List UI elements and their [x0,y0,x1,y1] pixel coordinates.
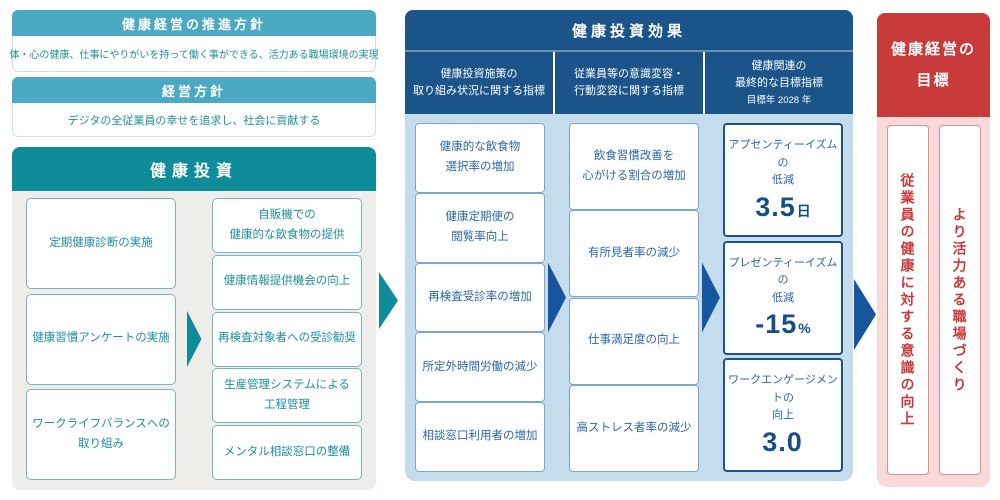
arrow-right-icon [702,262,720,333]
arrow-right-icon [854,279,876,350]
goal-body: 従業員の健康に対する意識の向上 より活力ある職場づくり [877,117,990,487]
indicator-column-1: 健康的な飲食物 選択率の増加 健康定期便の 閲覧率向上 再検査受診率の増加 所定… [415,123,545,472]
indicator-item: 健康定期便の 閲覧率向上 [415,192,545,263]
arrow-right-icon [379,272,398,329]
investment-item: 再検査対象者への受診勧奨 [212,311,362,367]
indicator-item: 相談窓口利用者の増加 [415,402,545,472]
metric-unit: % [798,320,811,337]
subheader-label: 健康関連の 最終的な目標指標 [735,59,823,89]
goal-section: 健康経営の 目標 従業員の健康に対する意識の向上 より活力ある職場づくり [877,13,990,487]
subheader-label: 健康投資施策の 取り組み状況に関する指標 [413,67,545,97]
target-metric-card: ワークエンゲージメントの 向上 3.0 [723,358,843,472]
metric-number: 3.0 [762,427,804,458]
investment-item: 健康情報提供機会の向上 [212,254,362,310]
promotion-policy-body: 体・心の健康、仕事にやりがいを持って働く事ができる、活力ある職場環境の実現 [9,36,379,72]
indicator-item: 有所見者率の減少 [569,210,699,298]
arrow-right-icon [186,310,202,368]
goal-text: 従業員の健康に対する意識の向上 [899,172,916,428]
target-metric-card: アプセンティーイズムの 低減 3.5 日 [723,123,843,237]
subheader-label: 従業員等の意識変容・ 行動変容に関する指標 [574,67,684,97]
investment-column-a: 定期健康診断の実施 健康習慣アンケートの実施 ワークライフバランスへの 取り組み [26,198,176,480]
indicator-item: 健康的な飲食物 選択率の増加 [415,123,545,193]
investment-item: 健康習慣アンケートの実施 [26,293,176,385]
promotion-policy-card: 健康経営の推進方針 体・心の健康、仕事にやりがいを持って働く事ができる、活力ある… [9,10,379,72]
arrow-gap [545,123,569,472]
arrow-gap [176,198,212,480]
target-year-note: 目標年 2028 年 [746,94,812,106]
metric-label: プレゼンティーイズムの 低減 [728,256,838,304]
health-investment-title: 健康投資 [12,147,376,191]
investment-column-b: 自販機での 健康的な飲食物の提供 健康情報提供機会の向上 再検査対象者への受診勧… [212,198,362,480]
metric-label: ワークエンゲージメントの 向上 [728,374,838,422]
goal-title: 健康経営の 目標 [877,13,990,117]
target-metric-card: プレゼンティーイズムの 低減 -15 % [723,240,843,355]
investment-item: 定期健康診断の実施 [26,198,176,289]
goal-item: より活力ある職場づくり [938,125,981,475]
effect-body: 健康的な飲食物 選択率の増加 健康定期便の 閲覧率向上 再検査受診率の増加 所定… [405,114,853,481]
metric-value: 3.5 [755,191,796,222]
indicator-item: 高ストレス者率の減少 [569,384,699,472]
subheader-final-targets: 健康関連の 最終的な目標指標 目標年 2028 年 [705,52,853,114]
goal-item: 従業員の健康に対する意識の向上 [886,125,929,475]
indicator-item: 所定外時間労働の減少 [415,332,545,403]
indicator-column-2: 飲食習慣改善を 心がける割合の増加 有所見者率の減少 仕事満足度の向上 高ストレ… [569,123,699,472]
management-policy-title: 経営方針 [12,77,376,103]
investment-item: ワークライフバランスへの 取り組み [26,389,176,480]
target-metric-column: アプセンティーイズムの 低減 3.5 日 プレゼンティーイズムの 低減 -15 … [723,123,843,472]
subheader-initiative-indicators: 健康投資施策の 取り組み状況に関する指標 [405,52,555,114]
metric-value: 3.0 [762,426,803,457]
management-policy-body: デジタの全従業員の幸せを追求し、社会に貢献する [12,103,376,137]
arrow-gap [699,123,723,472]
management-policy-card: 経営方針 デジタの全従業員の幸せを追求し、社会に貢献する [12,77,376,137]
arrow-right-icon [548,262,566,333]
investment-item: メンタル相談窓口の整備 [212,425,362,480]
goal-text: より活力ある職場づくり [951,206,968,394]
health-investment-section: 健康投資 定期健康診断の実施 健康習慣アンケートの実施 ワークライフバランスへの… [12,147,376,490]
metric-number: -15 % [755,309,810,340]
indicator-item: 仕事満足度の向上 [569,297,699,385]
indicator-item: 飲食習慣改善を 心がける割合の増加 [569,123,699,210]
subheader-awareness-indicators: 従業員等の意識変容・ 行動変容に関する指標 [555,52,705,114]
metric-number: 3.5 日 [755,192,811,223]
indicator-item: 再検査受診率の増加 [415,262,545,333]
promotion-policy-title: 健康経営の推進方針 [12,10,376,36]
health-investment-body: 定期健康診断の実施 健康習慣アンケートの実施 ワークライフバランスへの 取り組み… [12,191,376,490]
metric-label: アプセンティーイズムの 低減 [728,139,838,187]
investment-item: 自販機での 健康的な飲食物の提供 [212,198,362,253]
investment-effect-title: 健康投資効果 [405,10,853,50]
investment-item: 生産管理システムによる 工程管理 [212,368,362,424]
effect-subheader-row: 健康投資施策の 取り組み状況に関する指標 従業員等の意識変容・ 行動変容に関する… [405,50,853,114]
metric-value: -15 [755,309,798,340]
metric-unit: 日 [796,202,811,219]
investment-effect-section: 健康投資効果 健康投資施策の 取り組み状況に関する指標 従業員等の意識変容・ 行… [405,10,853,481]
